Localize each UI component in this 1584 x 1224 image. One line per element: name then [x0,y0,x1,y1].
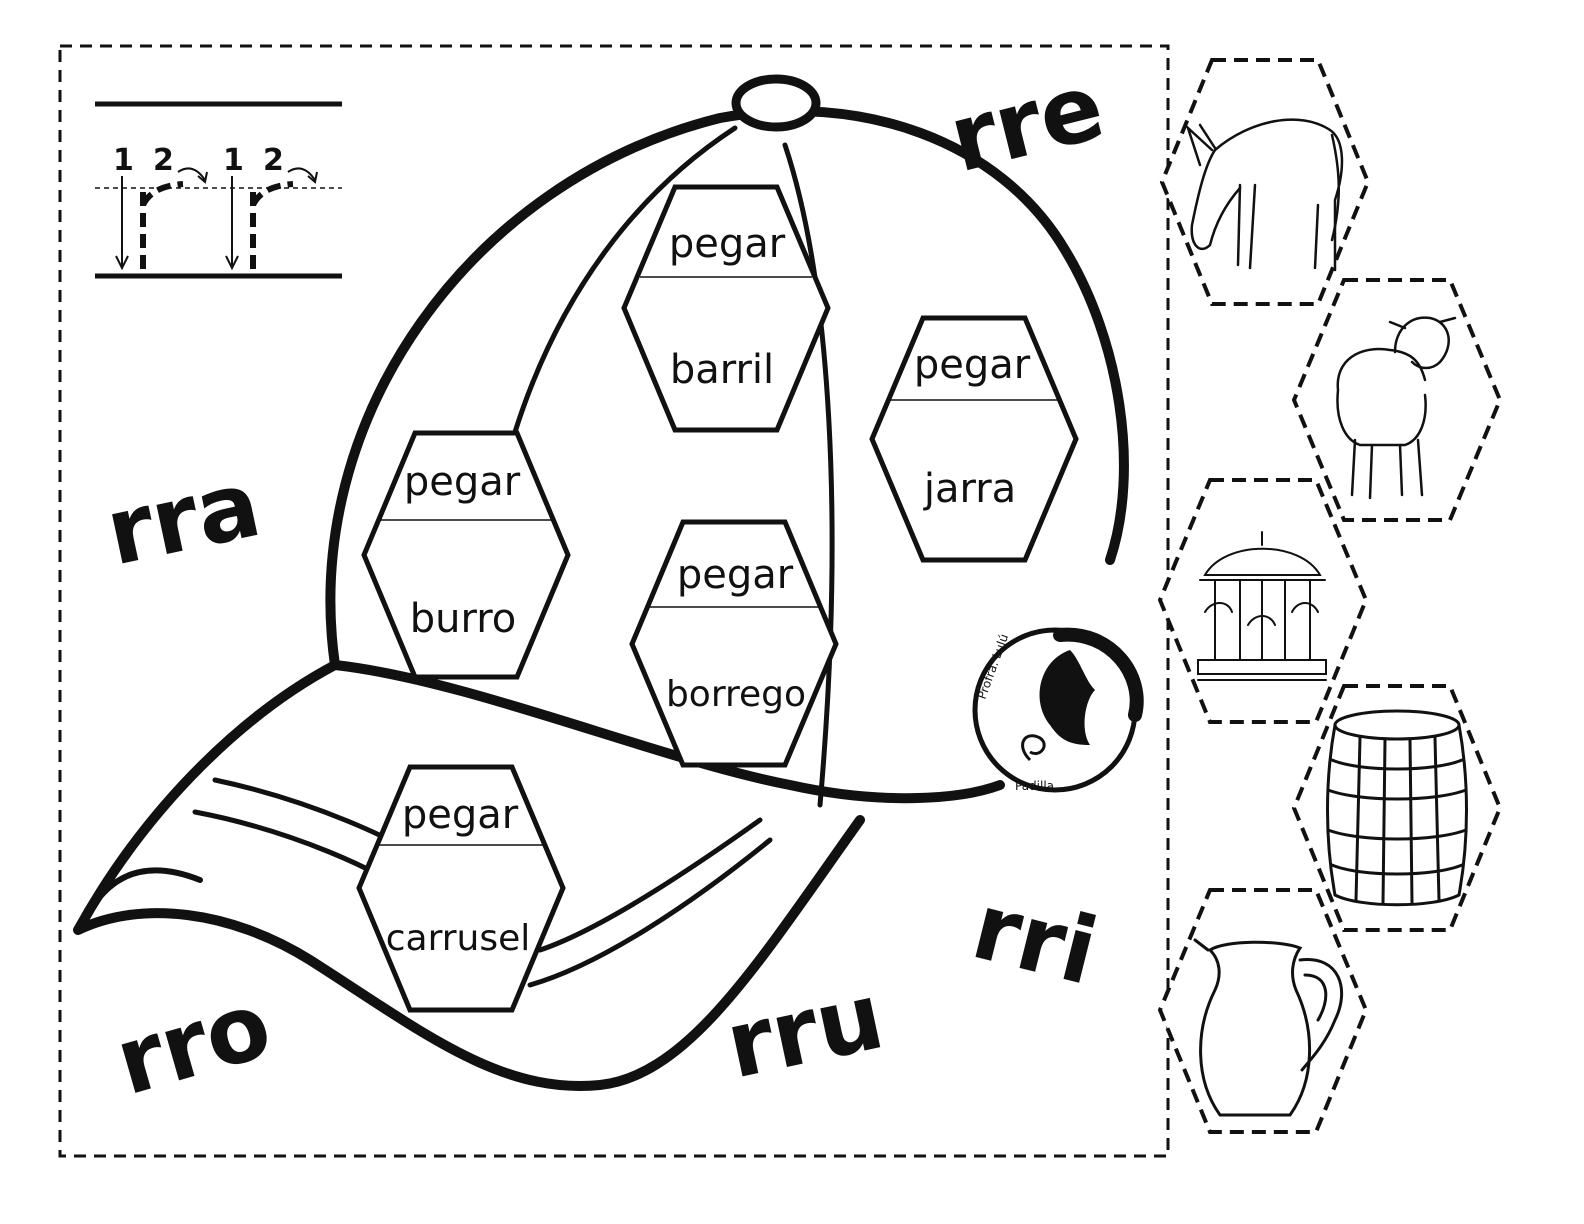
picture-card-lamb[interactable] [1291,278,1503,522]
hex-cell-top-label: pegar [677,552,794,598]
cap-seam-left [512,125,738,435]
hex-cell-jarra: pegar jarra [869,315,1079,563]
stroke-number-2b: 2 [263,143,284,178]
picture-card-carousel[interactable] [1157,478,1369,724]
hex-cell-carrusel: pegar carrusel [356,764,566,1013]
jug-icon [1193,938,1344,1117]
lamb-icon [1336,316,1457,500]
hex-cell-word: jarra [923,466,1016,512]
picture-card-donkey[interactable] [1159,58,1371,306]
stroke-number-2a: 2 [153,143,174,178]
hex-cell-top-label: pegar [669,221,786,267]
cap-seam-right [782,142,835,808]
rr-tracing-letters [115,167,318,272]
hex-cell-word: burro [410,596,517,642]
tracing-guide: 1 2 1 2 [95,101,342,279]
brand-logo: Profra. Lulú Padilla [972,627,1144,793]
cap-brim-edge [82,867,203,923]
cap-button [731,74,821,132]
syllable-rre: rre [939,52,1113,193]
hex-cell-borrego: pegar borrego [629,519,839,768]
hex-cell-barril: pegar barril [621,184,831,433]
hex-cell-word: carrusel [386,918,531,959]
donkey-icon [1185,118,1344,272]
cap-crown-bottom [330,660,1005,804]
hex-cell-top-label: pegar [402,792,519,838]
stroke-number-1b: 1 [223,143,244,178]
syllable-rri: rri [963,873,1108,1006]
syllable-rro: rro [105,971,282,1116]
hex-cell-burro: pegar burro [361,430,571,680]
carousel-icon [1197,531,1327,681]
barrel-icon [1326,709,1468,907]
cap-illustration [73,74,1129,1091]
hex-cell-top-label: pegar [914,342,1031,388]
logo-text-bottom: Padilla [1015,779,1054,793]
cap-brim [73,660,865,1091]
stroke-number-1a: 1 [113,143,134,178]
hex-cell-top-label: pegar [404,459,521,505]
picture-card-jug[interactable] [1157,888,1369,1134]
cap-crown [325,106,1129,670]
syllable-rra: rra [97,450,269,586]
hex-cell-word: borrego [666,674,806,715]
picture-card-barrel[interactable] [1291,684,1503,932]
hex-cell-word: barril [670,347,774,393]
